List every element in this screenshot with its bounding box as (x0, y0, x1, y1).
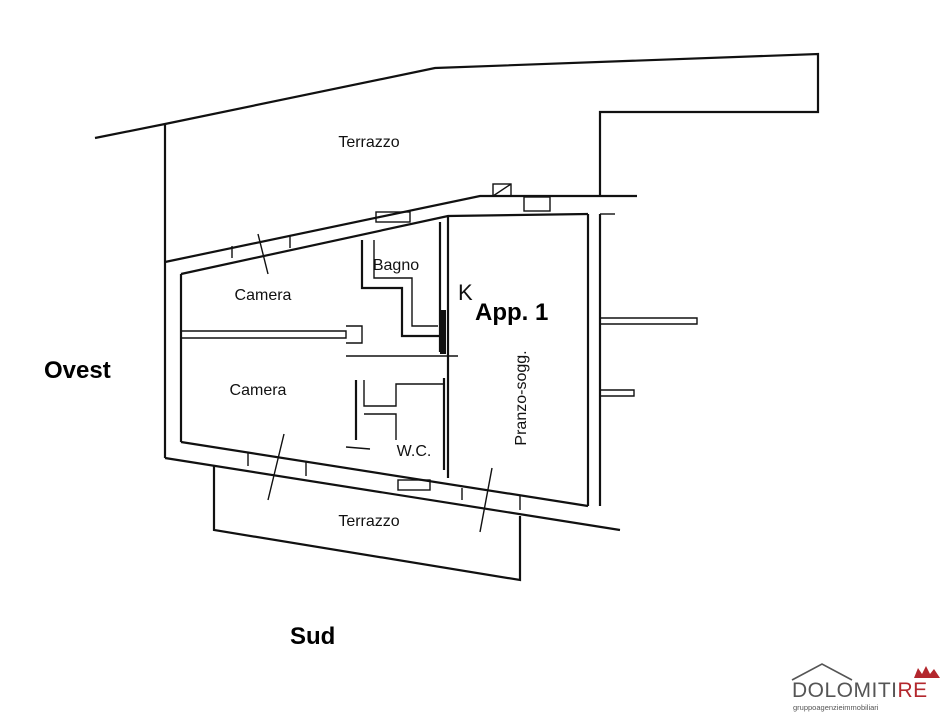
bathroom-wall (360, 240, 444, 338)
vent-south (397, 479, 431, 491)
chimney-vent-diag (492, 183, 512, 197)
building-north-wall (164, 194, 637, 264)
logo-tagline: gruppoagenzieimmobiliari (793, 703, 879, 712)
pranzo-label: Pranzo-sogg. (513, 350, 530, 445)
south-orientation-label: Sud (290, 623, 335, 650)
terrace-south-outline (212, 466, 522, 582)
wc-wall-inner (363, 380, 444, 407)
roof-icon (791, 663, 853, 681)
terrace-north-outline (94, 52, 820, 195)
door-jamb-1 (346, 325, 363, 344)
kitchen-mark: K (458, 280, 473, 305)
agency-logo: DOLOMITIRE gruppoagenzieimmobiliari (791, 663, 940, 712)
bedroom-partition (181, 330, 347, 339)
bagno-label: Bagno (373, 257, 419, 274)
apartment-label: App. 1 (475, 299, 548, 326)
building-south-wall-inner (180, 440, 589, 508)
east-stub-low (600, 389, 635, 397)
bathroom-wall-inner (373, 240, 438, 327)
logo-brand: DOLOMITIRE (792, 679, 928, 702)
wc-door-stub (345, 446, 371, 450)
wc-label: W.C. (397, 443, 432, 460)
terrazzo-south-label: Terrazzo (338, 513, 399, 530)
windows (231, 233, 521, 533)
vent-north (523, 196, 551, 212)
camera-lower-label: Camera (230, 382, 287, 399)
west-orientation-label: Ovest (44, 357, 111, 384)
vent-bagno (375, 211, 411, 223)
camera-upper-label: Camera (235, 287, 292, 304)
building-south-wall (164, 456, 621, 532)
chimney-vent (492, 183, 512, 197)
wc-wall-inner-2 (364, 413, 397, 440)
mountain-icon (914, 666, 940, 678)
kitchen-counter (440, 310, 446, 354)
terrazzo-north-label: Terrazzo (338, 134, 399, 151)
east-stub-mid (600, 317, 698, 325)
